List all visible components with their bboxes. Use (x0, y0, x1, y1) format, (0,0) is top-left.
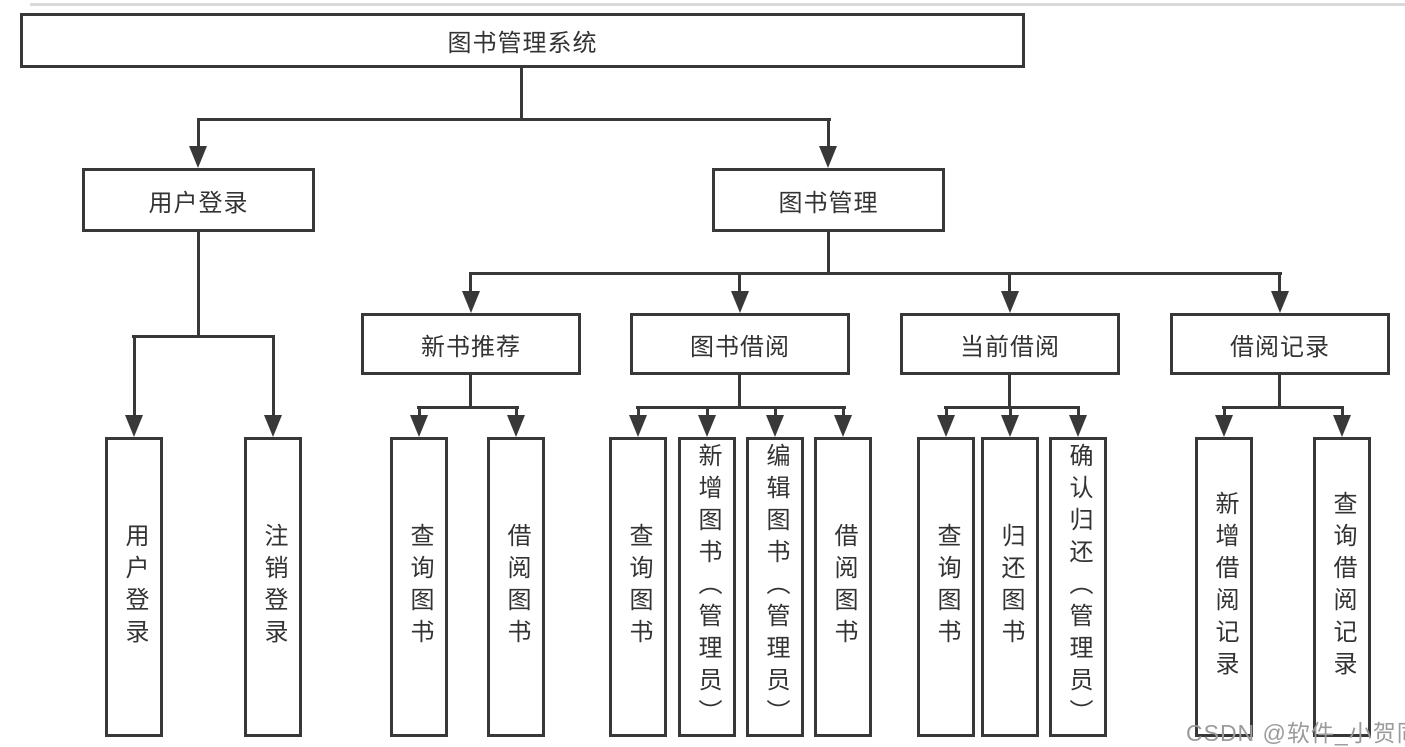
connector-line (1223, 406, 1226, 417)
connector-line (738, 375, 741, 409)
connector-line (272, 335, 275, 417)
node-label: 借阅图书 (503, 523, 530, 651)
connector-line (945, 406, 948, 417)
node-borrowing-records: 借阅记录 (1170, 313, 1390, 375)
node-query-borrow-record: 查询借阅记录 (1313, 437, 1371, 737)
connector-arrow (1333, 415, 1351, 437)
connector-line (1278, 272, 1281, 292)
node-library-system: 图书管理系统 (20, 13, 1025, 68)
connector-line (197, 232, 200, 338)
connector-line (132, 335, 275, 338)
node-query-books: 查询图书 (917, 437, 975, 737)
connector-arrow (1001, 291, 1019, 313)
node-label: 用户登录 (148, 189, 249, 217)
node-new-book-recommend: 新书推荐 (361, 313, 581, 375)
node-label: 注销登录 (260, 523, 287, 651)
connector-arrow (410, 415, 428, 437)
connector-arrow (189, 146, 207, 168)
connector-arrow (1069, 415, 1087, 437)
connector-line (706, 406, 709, 417)
connector-arrow (1001, 415, 1019, 437)
connector-line (636, 406, 846, 409)
node-label: 当前借阅 (960, 333, 1060, 361)
node-label: 图书借阅 (690, 333, 790, 361)
node-add-books-admin: 新增图书（管理员） (678, 437, 736, 737)
connector-line (1009, 406, 1012, 417)
connector-line (520, 68, 523, 118)
connector-line (418, 406, 421, 417)
node-label: 查询图书 (625, 523, 652, 651)
connector-arrow (937, 415, 955, 437)
connector-arrow (1215, 415, 1233, 437)
node-label: 新增图书（管理员） (694, 443, 721, 731)
node-label: 查询图书 (406, 523, 433, 651)
connector-arrow (834, 415, 852, 437)
connector-arrow (629, 415, 647, 437)
node-label: 用户登录 (121, 523, 148, 651)
node-edit-books-admin: 编辑图书（管理员） (746, 437, 804, 737)
connector-line (1077, 406, 1080, 417)
connector-line (469, 272, 472, 292)
connector-line (774, 406, 777, 417)
connector-line (1008, 272, 1011, 292)
connector-line (827, 118, 830, 148)
connector-arrow (264, 415, 282, 437)
node-add-borrow-record: 新增借阅记录 (1195, 437, 1253, 737)
connector-arrow (766, 415, 784, 437)
node-label: 查询图书 (933, 523, 960, 651)
page-edge-line (30, 3, 1405, 6)
csdn-watermark: CSDN @软件_小贺同学 (1186, 720, 1405, 746)
node-label: 查询借阅记录 (1329, 491, 1356, 683)
node-current-borrowing: 当前借阅 (900, 313, 1120, 375)
connector-line (827, 232, 830, 275)
node-label: 借阅图书 (830, 523, 857, 651)
connector-line (1008, 375, 1011, 409)
node-book-borrowing: 图书借阅 (630, 313, 850, 375)
node-borrow-books: 借阅图书 (487, 437, 545, 737)
connector-arrow (731, 291, 749, 313)
node-logout: 注销登录 (244, 437, 302, 737)
connector-line (515, 406, 518, 417)
node-book-management: 图书管理 (712, 168, 945, 232)
node-label: 新增借阅记录 (1211, 491, 1238, 683)
connector-line (469, 375, 472, 409)
node-label: 归还图书 (997, 523, 1024, 651)
node-query-books: 查询图书 (390, 437, 448, 737)
node-label: 图书管理系统 (447, 30, 598, 57)
node-confirm-return-admin: 确认归还（管理员） (1049, 437, 1107, 737)
connector-arrow (819, 146, 837, 168)
node-label: 编辑图书（管理员） (762, 443, 789, 731)
node-return-books: 归还图书 (981, 437, 1039, 737)
connector-line (842, 406, 845, 417)
node-label: 借阅记录 (1230, 333, 1330, 361)
connector-line (1222, 406, 1344, 409)
connector-arrow (125, 415, 143, 437)
node-label: 图书管理 (778, 189, 879, 217)
connector-line (197, 118, 200, 148)
connector-line (738, 272, 741, 292)
node-user-login: 用户登录 (82, 168, 315, 232)
connector-arrow (462, 291, 480, 313)
connector-line (944, 406, 1080, 409)
connector-arrow (1271, 291, 1289, 313)
node-user-login-leaf: 用户登录 (105, 437, 163, 737)
connector-line (1278, 375, 1281, 409)
connector-line (637, 406, 640, 417)
node-label: 新书推荐 (421, 333, 521, 361)
node-query-books: 查询图书 (609, 437, 667, 737)
connector-arrow (507, 415, 525, 437)
connector-line (469, 272, 1282, 275)
node-borrow-books: 借阅图书 (814, 437, 872, 737)
connector-line (417, 406, 519, 409)
node-label: 确认归还（管理员） (1065, 443, 1092, 731)
connector-line (133, 335, 136, 417)
connector-line (1341, 406, 1344, 417)
connector-arrow (698, 415, 716, 437)
connector-line (197, 118, 831, 121)
